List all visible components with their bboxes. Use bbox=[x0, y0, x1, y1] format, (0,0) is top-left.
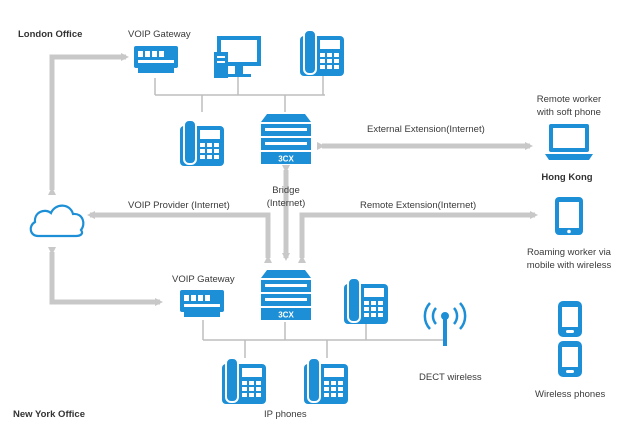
mobile-phone-icon bbox=[558, 341, 582, 377]
london-lan-lines bbox=[154, 75, 325, 112]
cloud-icon bbox=[29, 204, 85, 238]
tablet-icon bbox=[555, 197, 583, 235]
remote-worker-label-2: with soft phone bbox=[537, 107, 601, 118]
antenna-icon bbox=[423, 302, 467, 346]
roaming-worker-label-2: mobile with wireless bbox=[526, 260, 612, 271]
ip-phone-icon bbox=[180, 119, 224, 166]
desktop-icon bbox=[214, 36, 261, 78]
ip-phone-icon bbox=[300, 29, 344, 76]
bridge-label-1: Bridge bbox=[272, 185, 300, 196]
london-office-label: London Office bbox=[18, 29, 83, 40]
dect-wireless-label: DECT wireless bbox=[419, 372, 482, 383]
pbx-brand-label: 3CX bbox=[278, 311, 294, 320]
wireless-phones-label: Wireless phones bbox=[535, 389, 606, 400]
remote-extension-label: Remote Extension(Internet) bbox=[360, 200, 477, 211]
gateway-icon bbox=[134, 46, 178, 73]
pbx-server-icon: 3CX bbox=[261, 270, 311, 320]
voip-provider-label: VOIP Provider (Internet) bbox=[128, 200, 230, 211]
mobile-phone-icon bbox=[558, 301, 582, 337]
voip-gateway-bottom-label: VOIP Gateway bbox=[172, 274, 235, 285]
arrow-connectors bbox=[48, 53, 538, 306]
gateway-icon bbox=[180, 290, 224, 317]
voip-gateway-top-label: VOIP Gateway bbox=[128, 29, 191, 40]
pbx-server-icon: 3CX bbox=[261, 114, 311, 164]
ip-phones-label: IP phones bbox=[264, 409, 307, 420]
external-extension-label: External Extension(Internet) bbox=[367, 124, 485, 135]
laptop-icon bbox=[545, 124, 593, 160]
newyork-lan-lines bbox=[202, 320, 446, 358]
roaming-worker-label-1: Roaming worker via bbox=[527, 247, 611, 258]
ip-phone-icon bbox=[304, 357, 348, 404]
ip-phone-icon bbox=[222, 357, 266, 404]
remote-worker-label-1: Remote worker bbox=[536, 94, 602, 105]
ip-phone-icon bbox=[344, 277, 388, 324]
new-york-office-label: New York Office bbox=[13, 409, 85, 420]
bridge-label-2: (Internet) bbox=[266, 198, 306, 209]
pbx-brand-label: 3CX bbox=[278, 155, 294, 164]
hong-kong-label: Hong Kong bbox=[541, 172, 593, 183]
